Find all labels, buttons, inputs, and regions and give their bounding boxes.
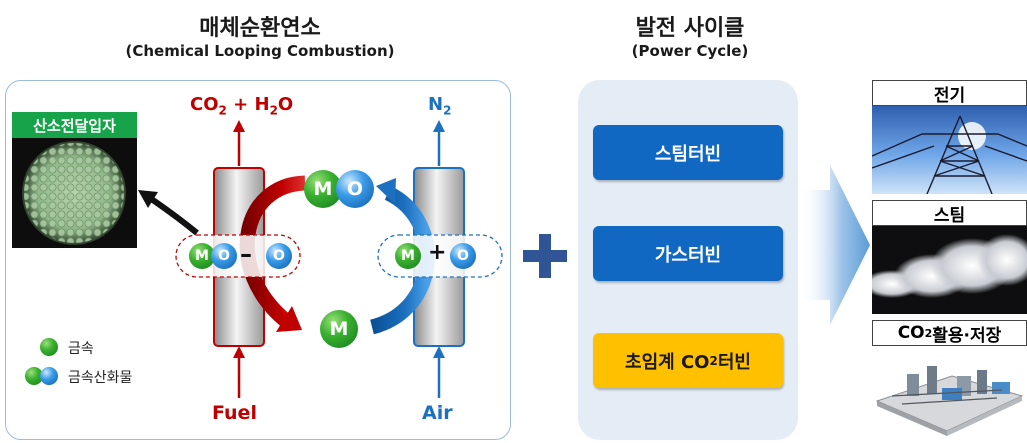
legend-metal-label: 금속 bbox=[68, 341, 94, 357]
particle-tag: 산소전달입자 bbox=[12, 112, 137, 138]
legend-oxide-icon-oxygen bbox=[40, 367, 58, 385]
metal-ball: M bbox=[189, 243, 215, 269]
electricity-image bbox=[872, 106, 1027, 194]
power-cycle-title: 발전 사이클 bbox=[635, 16, 745, 41]
power-cycle-subtitle: (Power Cycle) bbox=[631, 42, 749, 60]
steam-label: 스팀 bbox=[872, 200, 1027, 226]
oxygen-ball: O bbox=[450, 243, 476, 269]
air-reactor-output-label: N2 bbox=[428, 94, 452, 118]
clc-subtitle: (Chemical Looping Combustion) bbox=[125, 42, 395, 60]
output-arrow-icon bbox=[800, 165, 870, 325]
legend-oxide-label: 금속산화물 bbox=[68, 370, 133, 386]
metal-ball: M bbox=[395, 243, 421, 269]
red-transfer-arrow bbox=[239, 175, 306, 326]
bond-dash: – bbox=[240, 240, 252, 268]
steam-image bbox=[872, 226, 1027, 314]
oxygen-ball: O bbox=[211, 243, 237, 269]
ccus-plant-image bbox=[872, 346, 1027, 438]
metal-ball: M bbox=[304, 170, 342, 208]
plus-connector-icon bbox=[523, 234, 567, 278]
particle-photo bbox=[12, 138, 137, 248]
electricity-label: 전기 bbox=[872, 80, 1027, 106]
legend-metal-icon bbox=[40, 338, 58, 356]
plus-sign: + bbox=[428, 240, 447, 265]
fuel-input-label: Fuel bbox=[212, 402, 257, 424]
oxygen-ball: O bbox=[336, 170, 374, 208]
air-input-label: Air bbox=[422, 402, 453, 424]
steam-turbine-box: 스팀터빈 bbox=[593, 125, 783, 180]
clc-title: 매체순환연소 bbox=[199, 16, 321, 41]
gas-turbine-box: 가스터빈 bbox=[593, 226, 783, 281]
oxygen-ball: O bbox=[266, 243, 292, 269]
fuel-reactor-output-label: CO2 + H2O bbox=[190, 94, 294, 118]
legend-oxide-icon-metal bbox=[25, 367, 43, 385]
metal-ball: M bbox=[320, 310, 358, 348]
